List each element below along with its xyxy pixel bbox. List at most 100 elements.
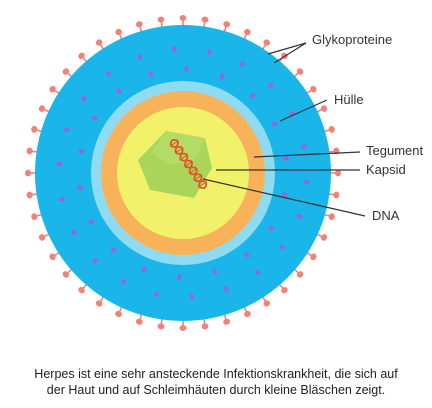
embedded-protein-dot [154, 291, 159, 298]
embedded-protein-dot [250, 93, 256, 99]
glycoprotein-spike [323, 125, 335, 133]
label-dna: DNA [372, 208, 400, 223]
glycoprotein-spike [26, 147, 38, 155]
embedded-protein-dot [281, 192, 288, 197]
embedded-protein-dot [212, 268, 218, 275]
embedded-protein-dot [148, 71, 154, 78]
embedded-protein-dot [271, 121, 278, 127]
label-capsid: Kapsid [366, 162, 406, 177]
glycoprotein-spike [95, 296, 105, 307]
leader-lines [202, 42, 366, 217]
glycoprotein-spike [243, 306, 251, 318]
glycoprotein-spike [261, 296, 271, 307]
embedded-protein-dot [296, 213, 303, 219]
caption: Herpes ist eine sehr ansteckende Infekti… [0, 366, 432, 398]
embedded-protein-dot [207, 48, 212, 55]
caption-line-1: Herpes ist eine sehr ansteckende Infekti… [34, 367, 398, 381]
embedded-protein-dot [171, 46, 177, 53]
embedded-protein-dot [283, 156, 289, 161]
embedded-protein-dot [121, 278, 127, 285]
embedded-protein-dot [268, 82, 274, 88]
glycoprotein-spike [115, 28, 123, 40]
label-tegument: Tegument [366, 143, 423, 158]
glycoprotein-spike [38, 233, 50, 241]
embedded-protein-dot [279, 244, 286, 250]
glycoprotein-spike [328, 191, 340, 199]
embedded-protein-dot [303, 179, 310, 185]
dna-base-pair [189, 168, 197, 174]
glycoprotein-spike [95, 39, 105, 50]
glycoprotein-spike [223, 21, 231, 33]
glycoprotein-spike [330, 169, 341, 177]
glycoprotein-spike [278, 283, 288, 294]
dna-helix [169, 139, 208, 189]
glycoprotein-spike [201, 318, 209, 330]
glycoprotein-spike [38, 105, 50, 113]
embedded-protein-dot [239, 61, 245, 68]
embedded-protein-dot [106, 70, 112, 77]
glycoprotein-spike [201, 16, 209, 28]
dna-base-pair [170, 140, 178, 147]
embedded-protein-dot [92, 115, 98, 121]
embedded-protein-dot [58, 197, 65, 202]
dna-base-pair [199, 181, 207, 188]
glycoprotein-spike [135, 313, 143, 325]
dna-base-pair [184, 161, 193, 167]
leader-dna [202, 178, 366, 217]
glycoprotein-spike [115, 306, 123, 318]
glycoprotein-spike [62, 68, 73, 78]
glycoprotein-spike [135, 21, 143, 33]
leader-glycoproteins-2 [273, 42, 307, 64]
glycoprotein-spike [31, 125, 43, 133]
leader-tegument [253, 151, 361, 158]
glycoprotein-spike [78, 283, 88, 294]
embedded-protein-dot [219, 73, 225, 80]
embedded-protein-dot [116, 88, 122, 94]
glycoprotein-spike [306, 251, 317, 261]
dna-base-pair [175, 147, 183, 154]
glycoprotein-spike [316, 105, 328, 113]
caption-line-2: der Haut und auf Schleimhäuten durch kle… [46, 383, 386, 397]
embedded-protein-dot [141, 266, 147, 273]
glycoprotein-spike [306, 85, 317, 95]
glycoprotein-spike [293, 68, 304, 78]
embedded-protein-dot [63, 127, 70, 133]
embedded-protein-dot [78, 149, 85, 154]
glycoprotein-spike [261, 39, 271, 50]
dna-base-pair [180, 154, 188, 160]
capsid-highlight [152, 131, 205, 165]
embedded-protein-dot [223, 286, 229, 293]
embedded-proteins [56, 46, 310, 300]
label-envelope: Hülle [334, 92, 364, 107]
virus-diagram: Glykoproteine Hülle Tegument Kapsid DNA [25, 15, 423, 331]
embedded-protein-dot [92, 258, 98, 264]
herpes-virus-illustration: Glykoproteine Hülle Tegument Kapsid DNA [25, 15, 423, 331]
dna-base-pair [194, 174, 202, 181]
leader-envelope [279, 99, 328, 122]
embedded-protein-dot [77, 185, 83, 190]
embedded-protein-dot [80, 96, 87, 102]
glycoprotein-spike [157, 318, 165, 330]
embedded-protein-dot [301, 144, 308, 149]
glycoprotein-spike [31, 213, 43, 221]
glycoprotein-spike [49, 251, 60, 261]
glycoprotein-spike [49, 85, 60, 95]
glycoprotein-spike [78, 52, 88, 63]
glycoprotein-spike [25, 169, 36, 177]
embedded-protein-dot [56, 161, 63, 167]
leader-glycoproteins-1 [267, 42, 307, 55]
glycoprotein-spike [223, 313, 231, 325]
embedded-protein-dot [71, 229, 78, 235]
glycoprotein-spike [293, 268, 304, 278]
embedded-protein-dot [189, 293, 195, 300]
glycoprotein-spike [179, 320, 187, 331]
glycoprotein-spike [157, 16, 165, 28]
label-glycoproteins: Glykoproteine [312, 32, 392, 47]
glycoprotein-spike [62, 268, 73, 278]
embedded-protein-dot [184, 66, 189, 73]
glycoprotein-spike [179, 15, 187, 26]
embedded-protein-dot [177, 273, 182, 280]
glycoprotein-spike [323, 213, 335, 221]
embedded-protein-dot [110, 247, 116, 253]
glycoprotein-spike [26, 191, 38, 199]
